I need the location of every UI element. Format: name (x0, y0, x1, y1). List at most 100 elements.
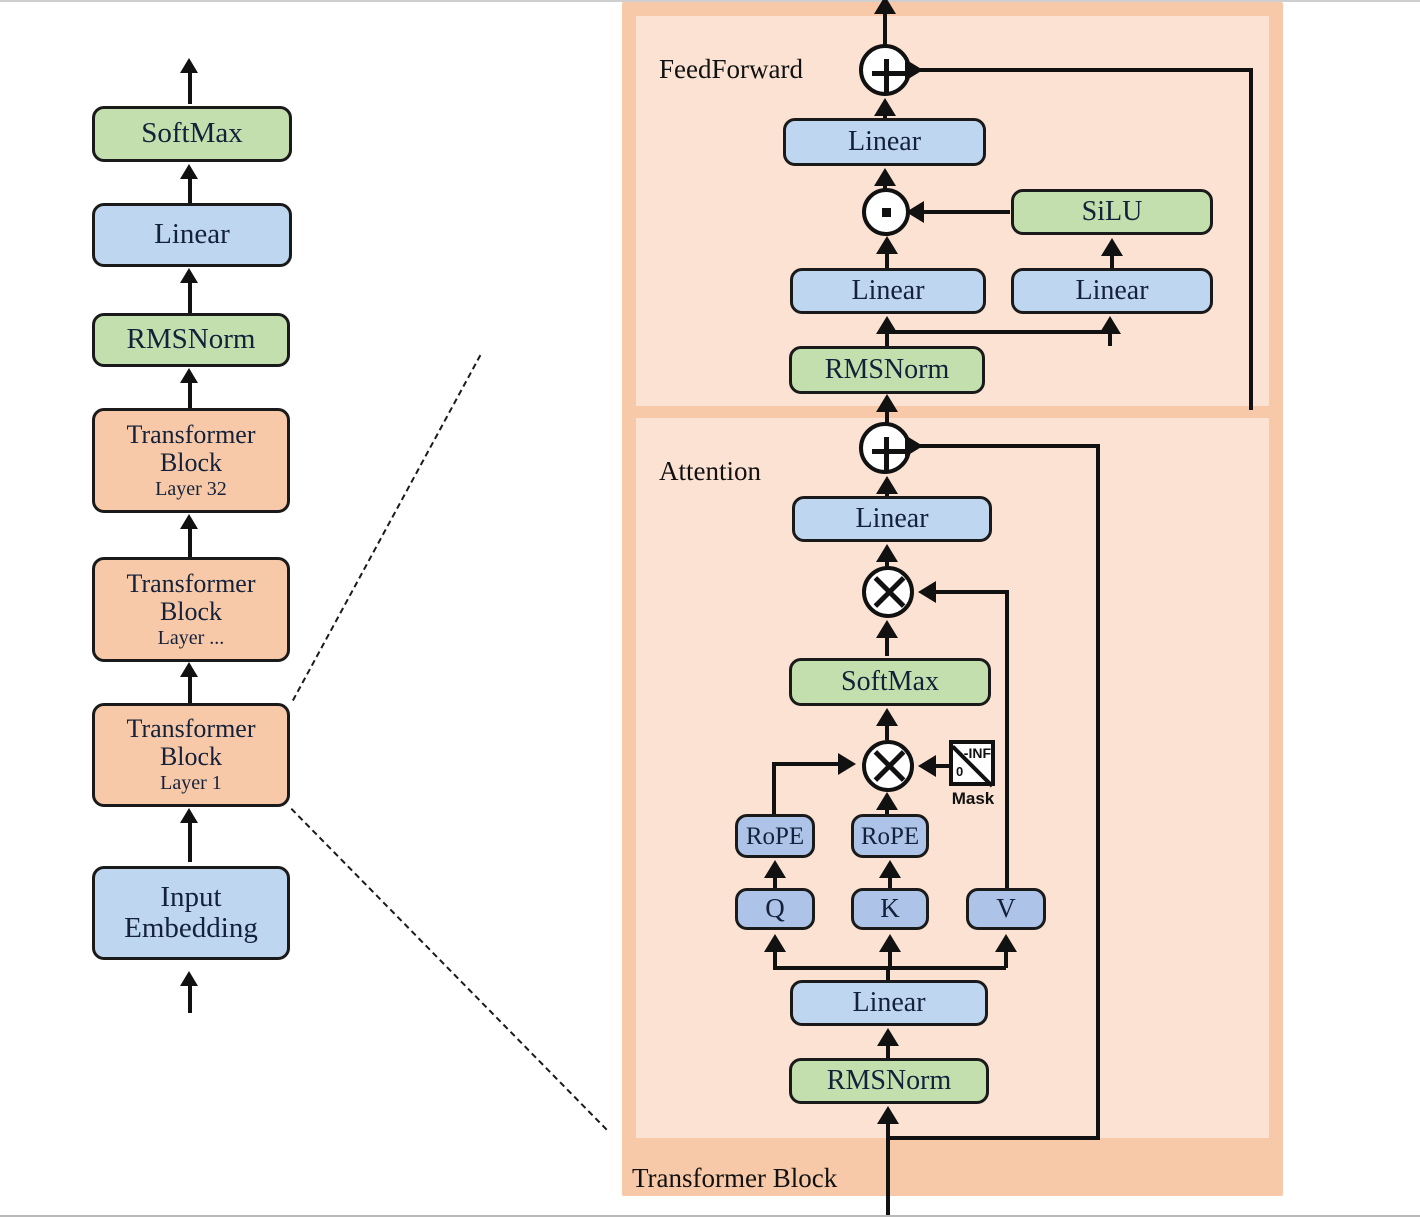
attn-rope-q[interactable]: RoPE (735, 814, 815, 858)
mask-lower-value: 0 (956, 764, 964, 779)
arrowhead (764, 934, 786, 952)
node-label: Q (765, 893, 785, 924)
stack-input-line (188, 985, 192, 1013)
plus-vertical (884, 59, 889, 93)
arrowhead (180, 368, 198, 383)
v-to-matmul-arrow (918, 581, 936, 603)
node-label: RMSNorm (824, 353, 950, 385)
arrowhead (876, 394, 898, 412)
ff-rmsnorm[interactable]: RMSNorm (789, 346, 985, 394)
callout-line-top (292, 354, 482, 701)
attn-residual-vertical (1096, 446, 1100, 1140)
node-label: Linear (154, 218, 230, 251)
connector (886, 966, 890, 980)
q-to-matmul-arrow (838, 753, 856, 775)
block-input-line (886, 1120, 890, 1215)
arrowhead (877, 1028, 899, 1046)
ff-silu[interactable]: SiLU (1011, 189, 1213, 235)
attn-v[interactable]: V (966, 888, 1046, 930)
node-label: K (880, 893, 900, 924)
mask-upper-value: -INF (963, 745, 991, 761)
block-input-arrow (877, 1106, 899, 1124)
stack-node-linear-head[interactable]: Linear (92, 203, 292, 267)
causal-mask-icon: -INF 0 (949, 740, 995, 788)
attn-k[interactable]: K (851, 888, 929, 930)
attn-residual-horizontal (919, 444, 1100, 448)
attn-linear-qkv[interactable]: Linear (790, 980, 988, 1026)
q-to-matmul-horizontal (772, 762, 840, 766)
multiply-dot (882, 208, 891, 217)
ff-linear-down[interactable]: Linear (783, 118, 986, 166)
connector (188, 178, 192, 209)
attn-softmax[interactable]: SoftMax (789, 658, 991, 706)
q-rope-riser (772, 762, 776, 814)
attn-rope-k[interactable]: RoPE (851, 814, 929, 858)
attn-q[interactable]: Q (735, 888, 815, 930)
connector (888, 874, 892, 890)
arrowhead (876, 316, 898, 334)
arrowhead (876, 544, 898, 562)
arrowhead (876, 620, 898, 638)
stack-node-block-1[interactable]: Transformer Block Layer 1 (92, 703, 290, 807)
page-frame-top (0, 0, 1420, 2)
mask-to-matmul-line (932, 764, 950, 768)
node-label: Input Embedding (124, 880, 258, 944)
feedforward-label: FeedForward (659, 54, 803, 84)
silu-to-multiply-arrow (906, 201, 924, 223)
connector (773, 874, 777, 890)
plus-horizontal (872, 449, 906, 454)
node-label: Linear (1075, 274, 1149, 306)
stack-node-rmsnorm-final[interactable]: RMSNorm (92, 313, 290, 367)
attn-residual-add-node[interactable] (859, 422, 911, 474)
node-label: RMSNorm (826, 1064, 952, 1096)
stack-output-line (188, 72, 192, 104)
arrowhead (876, 792, 898, 810)
arrowhead (874, 98, 896, 116)
arrowhead (876, 236, 898, 254)
connector (188, 676, 192, 705)
arrowhead (879, 860, 901, 878)
attn-linear-out[interactable]: Linear (792, 496, 992, 542)
node-sublabel: Layer 1 (160, 772, 222, 795)
connector (885, 250, 889, 272)
stack-node-input-embedding[interactable]: Input Embedding (92, 866, 290, 960)
arrowhead (1101, 238, 1123, 256)
ff-output-arrow (874, 0, 896, 14)
arrowhead (995, 934, 1017, 952)
stack-node-block-mid[interactable]: Transformer Block Layer ... (92, 557, 290, 662)
connector (885, 330, 889, 346)
attn-matmul-scores-v-node[interactable] (862, 566, 914, 618)
ff-linear-gate[interactable]: Linear (790, 268, 986, 314)
ff-residual-horizontal (919, 68, 1253, 72)
mask-caption: Mask (951, 789, 995, 808)
arrowhead (180, 164, 198, 179)
node-label: Linear (855, 502, 929, 534)
arrowhead (879, 934, 901, 952)
stack-node-block-32[interactable]: Transformer Block Layer 32 (92, 408, 290, 513)
stack-node-softmax[interactable]: SoftMax (92, 106, 292, 162)
connector (885, 722, 889, 740)
arrowhead (874, 168, 896, 186)
connector (188, 282, 192, 314)
mask-to-matmul-arrow (918, 755, 936, 777)
silu-to-multiply-line (920, 210, 1010, 214)
attn-matmul-qk-node[interactable] (862, 740, 914, 792)
arrowhead (876, 476, 898, 494)
node-sublabel: Layer ... (157, 626, 225, 649)
plus-horizontal (872, 71, 906, 76)
node-label: Transformer Block (126, 419, 256, 477)
arrowhead (180, 662, 198, 677)
page-frame-bottom (0, 1215, 1420, 1217)
connector (188, 382, 192, 413)
attn-residual-tap (886, 1136, 1100, 1140)
ff-multiply-node[interactable] (862, 188, 910, 236)
node-label: RoPE (860, 822, 920, 850)
attn-rmsnorm[interactable]: RMSNorm (789, 1058, 989, 1104)
v-to-matmul-horizontal (932, 590, 1009, 594)
ff-linear-up[interactable]: Linear (1011, 268, 1213, 314)
ff-residual-add-node[interactable] (859, 44, 911, 96)
arrowhead (180, 514, 198, 529)
transformer-block-label: Transformer Block (632, 1163, 838, 1193)
callout-line-bottom (290, 808, 608, 1131)
arrowhead (180, 268, 198, 283)
